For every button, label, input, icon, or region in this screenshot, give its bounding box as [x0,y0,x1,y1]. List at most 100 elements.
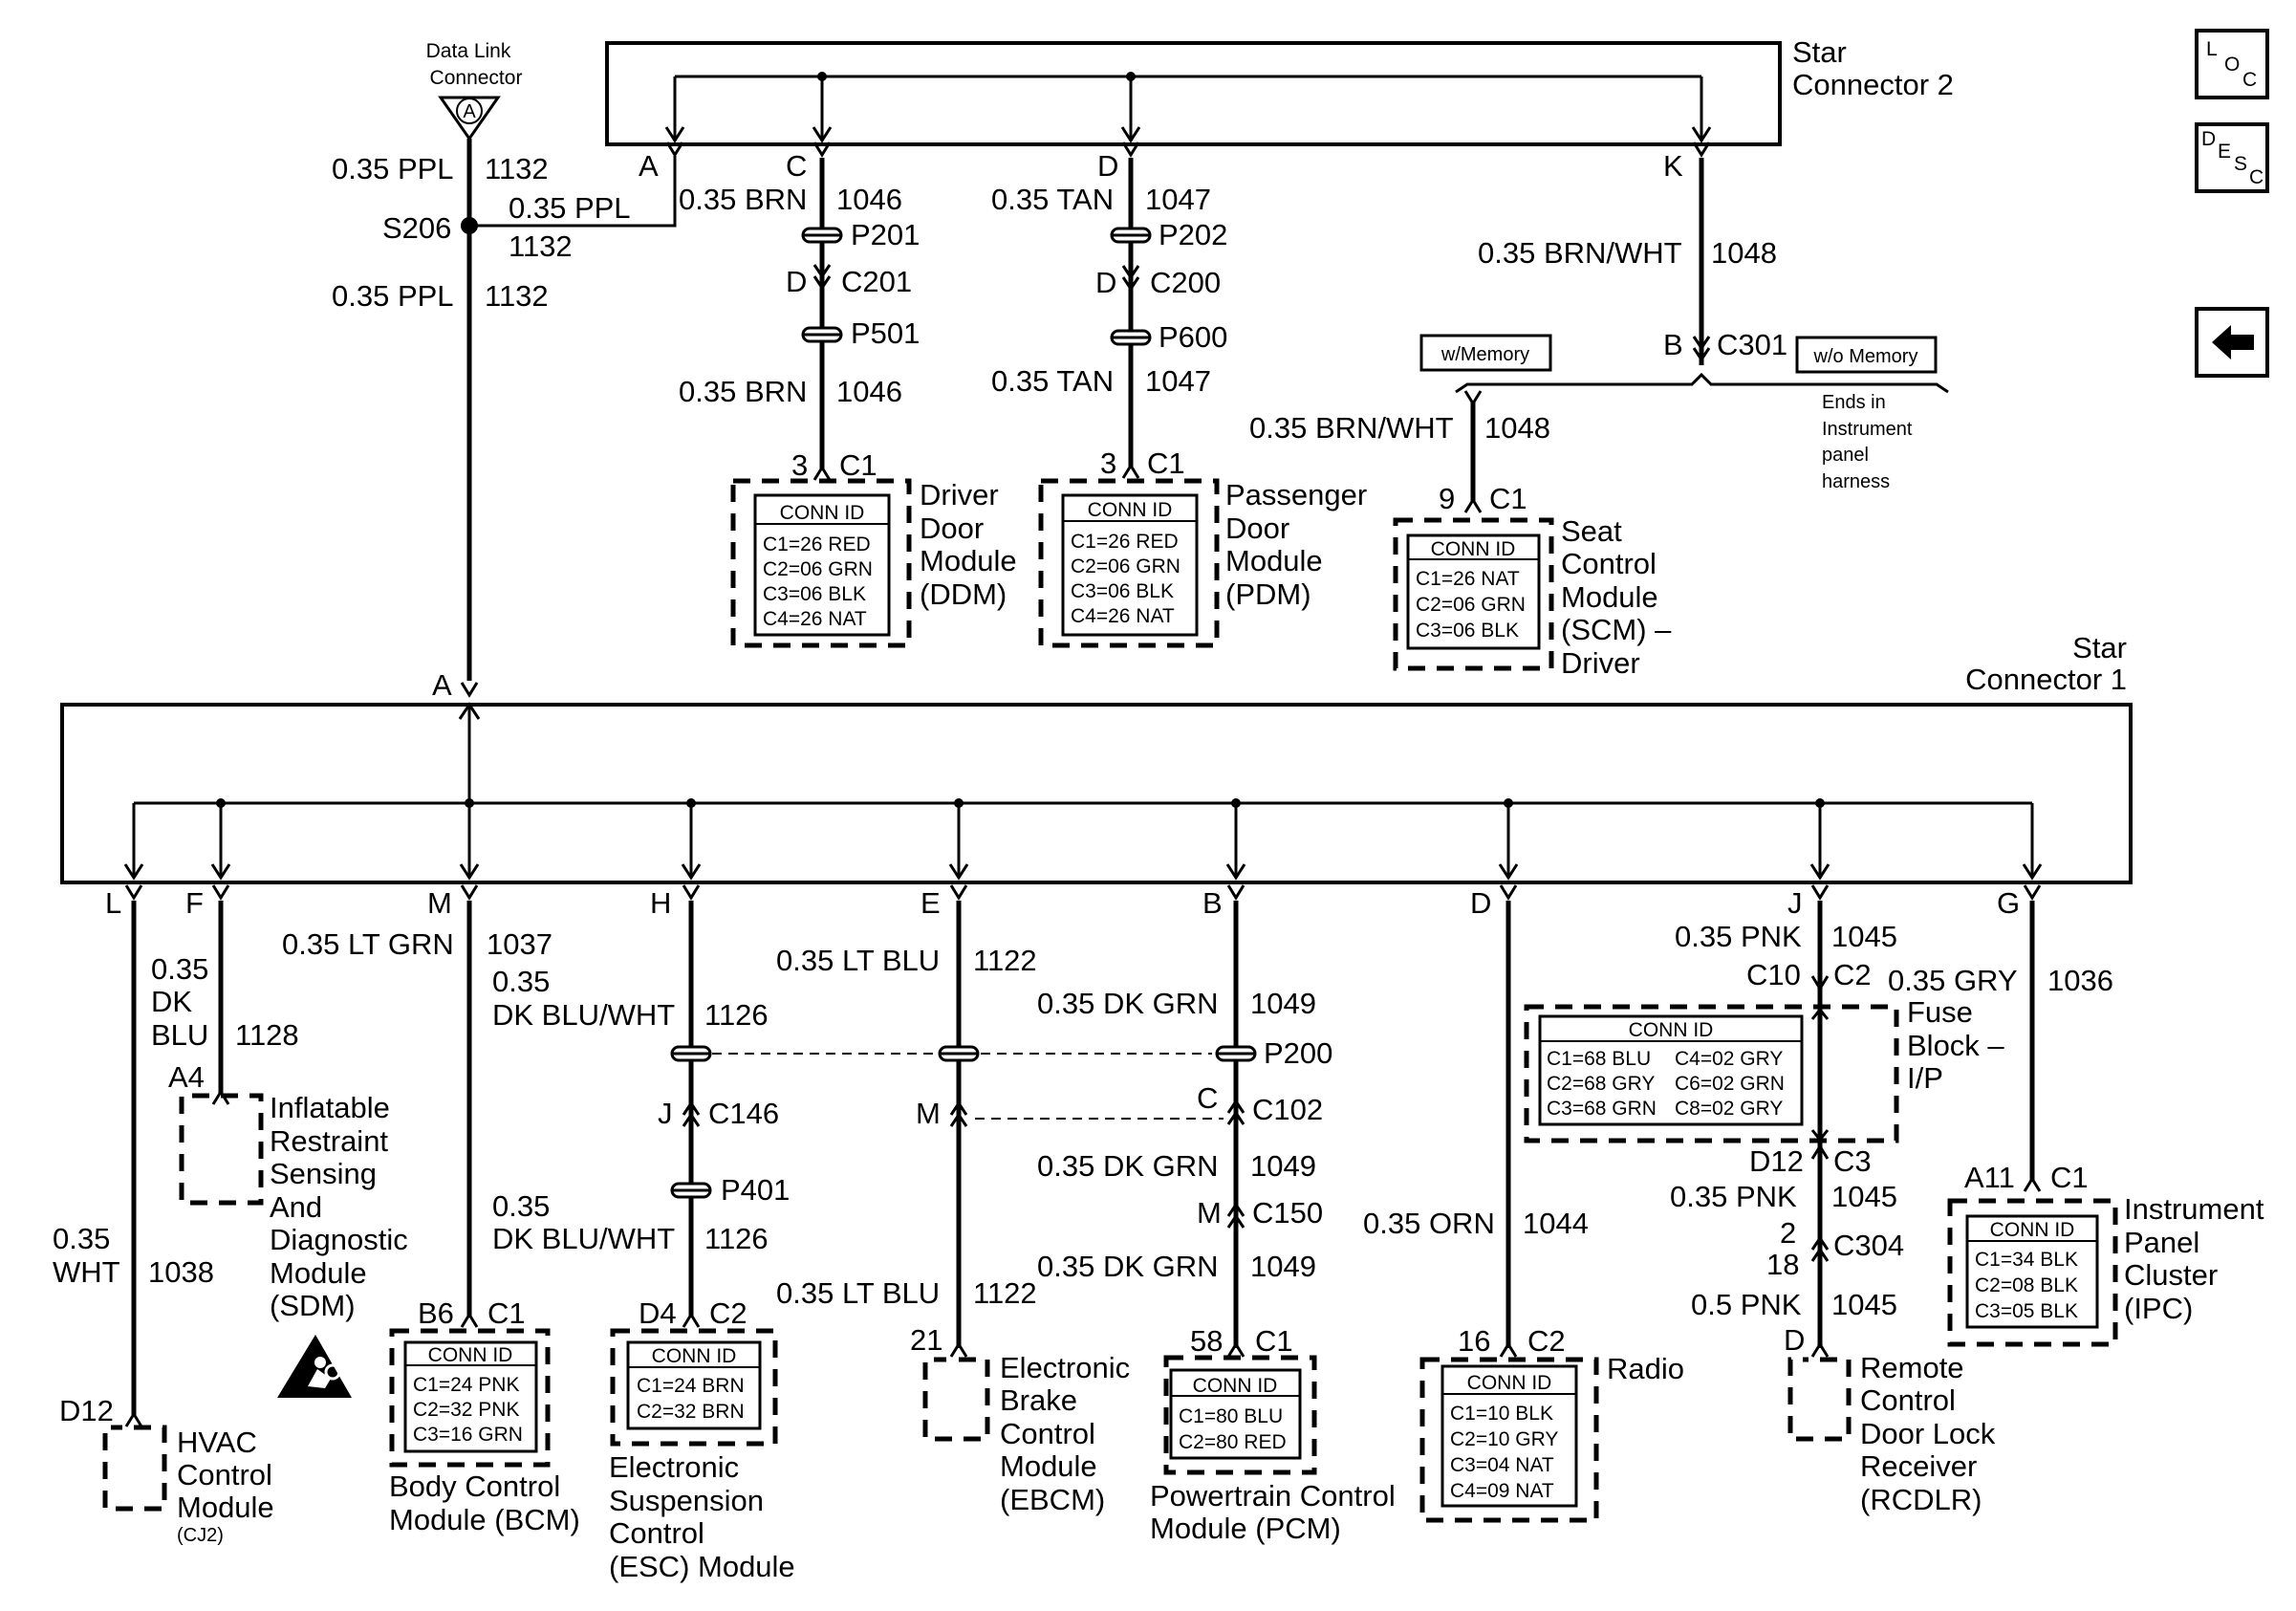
pcm-circuit: 0.35 DK GRN 1049 P200 C C102 0.35 DK GRN… [1037,901,1396,1545]
esc-circuit: 0.35 DK BLU/WHT 1126 J C146 P401 0.35 DK… [492,901,795,1583]
dlc-label-1: Data Link [426,40,511,62]
esc-num-1: 1126 [704,998,769,1032]
dlc-label-2: Connector [430,67,523,89]
scm-num-2: 1048 [1484,411,1550,445]
splice-label: S206 [382,211,451,245]
sdm-circuit: 0.35 DK BLU 1128 A4 Inflatable Restraint… [151,901,408,1398]
radio-circuit: 0.35 ORN 1044 16 C2 CONN ID C1=10 BLK C2… [1363,901,1684,1523]
ebcm-module-outline [922,1357,990,1442]
star-connector-2-title-1: Star [1792,35,1847,69]
rcdlr-name: Control [1860,1383,1956,1417]
star-connector-1-title-1: Star [2072,631,2127,664]
rcdlr-module-outline [1787,1357,1852,1442]
pcm-conn-id-row: C1=80 BLU [1179,1405,1283,1427]
scm-wire-2: 0.35 BRN/WHT [1249,411,1454,445]
radio-wire: 0.35 ORN [1363,1207,1495,1240]
scm-circuit: K 0.35 BRN/WHT 1048 B C301 w/Memory w/o … [1249,141,1949,680]
ipc-pin: A11 [1964,1161,2015,1194]
pcm-c150: C150 [1252,1196,1323,1230]
star1-pin-e: E [921,886,941,920]
scm-name: (SCM) – [1561,613,1672,646]
sdm-name: Restraint [270,1124,388,1158]
ebcm-name: Electronic [1000,1351,1130,1384]
pcm-conn-id-row: C2=80 RED [1179,1431,1287,1453]
fuse-block-outline [1524,1004,1899,1143]
hvac-wire: 0.35 [53,1222,110,1255]
back-button[interactable] [2195,307,2269,378]
fuse-name: Block – [1907,1029,2004,1062]
ipc-module-outline [1947,1198,2118,1347]
ends-note: Ends in [1822,392,1886,413]
pdm-name: (PDM) [1225,577,1311,611]
star-connector-1-title-2: Connector 1 [1965,663,2127,696]
esc-conn-id-row: C1=24 BRN [637,1375,745,1397]
data-link-connector: Data Link Connector A [426,40,523,142]
radio-conn-id-title: CONN ID [1467,1372,1552,1394]
scm-module-outline [1393,517,1554,671]
hvac-module-outline [102,1425,167,1512]
esc-c146: C146 [708,1097,779,1130]
pcm-module-outline [1163,1355,1317,1475]
ebcm-name: (EBCM) [1000,1483,1105,1516]
scm-conn-id-box [1406,533,1541,650]
rcdlr-num-2: 1045 [1831,1288,1897,1321]
pdm-c200: C200 [1150,266,1221,299]
star1-pin-m: M [427,886,452,920]
dlc-pin: A [463,101,476,122]
wo-memory-box [1795,336,1938,374]
sdm-wire: BLU [151,1018,208,1052]
esc-pin: D4 [639,1296,677,1330]
ddm-wire-1: 0.35 BRN [679,183,807,216]
rcdlr-num-1: 1045 [1831,1180,1897,1213]
star1-pin-a: A [432,668,452,702]
ebcm-name: Control [1000,1417,1095,1450]
ebcm-name: Brake [1000,1383,1077,1417]
star1-lower-pins: L F M H E B D J G [105,883,2042,920]
dlc-wire-low: 0.35 PPL [332,279,454,313]
star2-pin-a: A [639,149,659,183]
hvac-name: Control [177,1458,272,1491]
esc-name: (ESC) Module [609,1550,795,1583]
pcm-c102-pin: C [1197,1081,1218,1115]
radio-pin: 16 [1458,1324,1490,1358]
fuse-conn-id-row: C4=02 GRY [1675,1048,1783,1070]
sdm-name: (SDM) [270,1289,356,1322]
pdm-conn-id-box [1061,493,1199,637]
scm-name: Driver [1561,646,1640,680]
ddm-conn-id-row: C1=26 RED [763,533,871,555]
scm-num-1: 1048 [1711,236,1777,270]
ipc-c1: C1 [2050,1161,2089,1194]
radio-c2: C2 [1527,1324,1566,1358]
desc-button[interactable]: D E S C [2195,122,2269,193]
hvac-num: 1038 [148,1255,214,1289]
fuse-conn-id-row: C8=02 GRY [1675,1098,1783,1120]
esc-c146-pin: J [658,1097,673,1130]
pcm-c1: C1 [1255,1324,1293,1358]
loc-button[interactable]: L O C [2195,29,2269,99]
ipc-name: Instrument [2124,1192,2264,1226]
scm-pin: 9 [1439,482,1455,515]
fuse-pin-in: C10 [1746,958,1801,991]
pcm-name: Powertrain Control [1150,1479,1396,1513]
star1-pin-d: D [1470,886,1491,920]
scm-conn-id-title: CONN ID [1431,538,1516,560]
pcm-num-3: 1049 [1250,1250,1316,1283]
fuse-conn-id-title: CONN ID [1629,1019,1714,1041]
pcm-name: Module (PCM) [1150,1512,1341,1545]
ddm-c201: C201 [841,265,912,298]
left-arrow-icon [2212,325,2254,359]
pcm-p200: P200 [1264,1036,1332,1070]
pdm-conn-id-row: C3=06 BLK [1071,580,1174,602]
star1-pin-j: J [1787,886,1803,920]
star-connector-1: Star Connector 1 [60,631,2133,884]
fuse-conn-id-row: C6=02 GRN [1675,1073,1785,1095]
fuse-num-1: 1045 [1831,920,1897,953]
hvac-name: HVAC [177,1426,257,1459]
rcdlr-wire-2: 0.5 PNK [1691,1288,1802,1321]
sdm-name: Module [270,1256,367,1290]
ipc-wire: 0.35 GRY [1888,964,2018,997]
desc-letter-d: D [2201,128,2216,150]
fuse-wire-1: 0.35 PNK [1675,920,1802,953]
ddm-name: Door [920,512,984,545]
star1-pin-b: B [1202,886,1223,920]
